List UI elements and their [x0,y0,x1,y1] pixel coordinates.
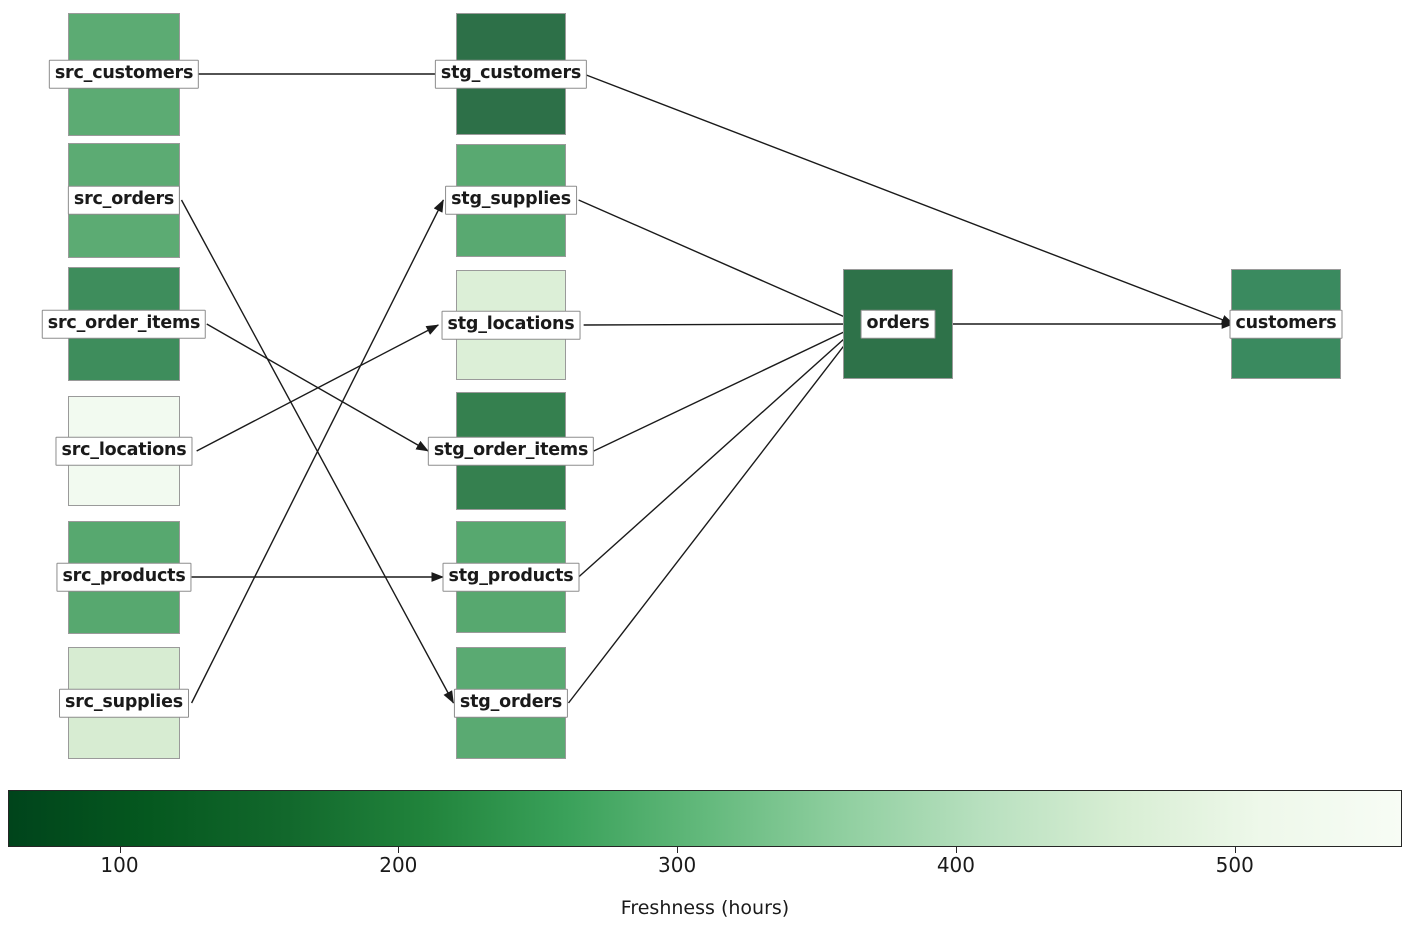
node-label-stg_products[interactable]: stg_products [442,562,580,592]
node-label-src_products[interactable]: src_products [56,562,192,592]
colorbar: 100 200 300 400 500 Freshness (hours) [0,780,1410,926]
colorbar-tick-label-500: 500 [1215,853,1254,877]
edge-stg_products-to-orders [578,323,862,578]
colorbar-tick-label-300: 300 [658,853,697,877]
node-label-src_orders[interactable]: src_orders [67,185,181,215]
colorbar-tick-500 [1234,847,1236,853]
colorbar-tick-400 [955,847,957,853]
node-label-src_customers[interactable]: src_customers [48,59,200,89]
colorbar-gradient [8,790,1402,847]
node-label-src_order_items[interactable]: src_order_items [41,309,207,339]
edge-stg_supplies-to-orders [578,199,862,325]
colorbar-tick-label-400: 400 [936,853,975,877]
node-label-orders[interactable]: orders [860,309,936,339]
colorbar-tick-300 [677,847,679,853]
colorbar-tick-100 [119,847,121,853]
node-label-stg_locations[interactable]: stg_locations [441,310,581,340]
colorbar-axis-label: Freshness (hours) [620,897,790,919]
node-label-customers[interactable]: customers [1229,309,1343,339]
edge-src_order_items-to-stg_order_items [206,323,429,452]
node-label-stg_customers[interactable]: stg_customers [434,59,588,89]
edge-stg_orders-to-orders [567,323,862,704]
edge-src_locations-to-stg_locations [196,324,439,452]
colorbar-tick-label-100: 100 [100,853,139,877]
edge-src_supplies-to-stg_supplies [190,199,445,704]
edge-src_orders-to-stg_orders [180,199,455,704]
node-label-src_locations[interactable]: src_locations [55,436,193,466]
node-label-stg_order_items[interactable]: stg_order_items [427,436,595,466]
node-label-stg_supplies[interactable]: stg_supplies [445,185,577,215]
colorbar-tick-label-200: 200 [379,853,418,877]
node-label-stg_orders[interactable]: stg_orders [453,688,569,718]
edge-layer [180,73,1235,704]
edge-stg_order_items-to-orders [593,323,862,452]
edge-stg_locations-to-orders [583,319,862,329]
colorbar-tick-200 [398,847,400,853]
node-label-src_supplies[interactable]: src_supplies [59,688,189,718]
